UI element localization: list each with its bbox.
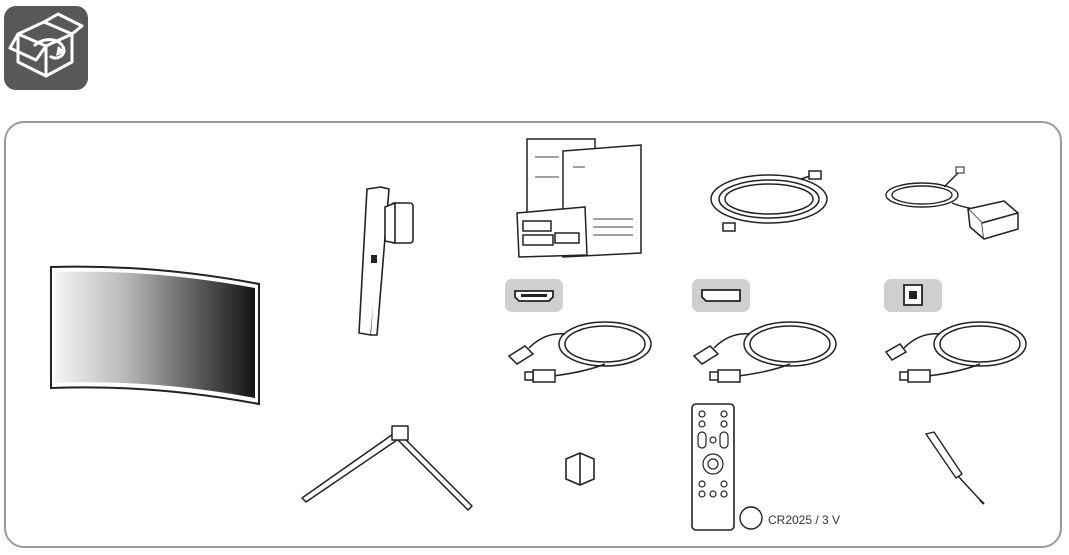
hdmi-badge [505, 279, 563, 312]
usb-b-icon [880, 312, 1030, 388]
package-contents-panel [4, 121, 1062, 548]
screwdriver-icon [920, 430, 990, 506]
monitor-panel-icon [48, 262, 262, 408]
cable-holder-icon [562, 451, 598, 487]
usb-b-badge [884, 279, 942, 312]
remote-control-icon [690, 402, 738, 532]
hdmi-icon [505, 312, 655, 388]
battery-label: CR2025 / 3 V [768, 513, 841, 527]
stand-base-icon [300, 420, 475, 512]
power-cord-icon [705, 165, 830, 235]
stand-body-icon [355, 185, 419, 337]
open-box-icon [4, 6, 88, 90]
battery-icon [738, 505, 764, 531]
displayport-badge [692, 279, 750, 312]
displayport-icon [690, 312, 840, 388]
documents-icon [515, 137, 645, 259]
adapter-icon [882, 163, 1022, 241]
